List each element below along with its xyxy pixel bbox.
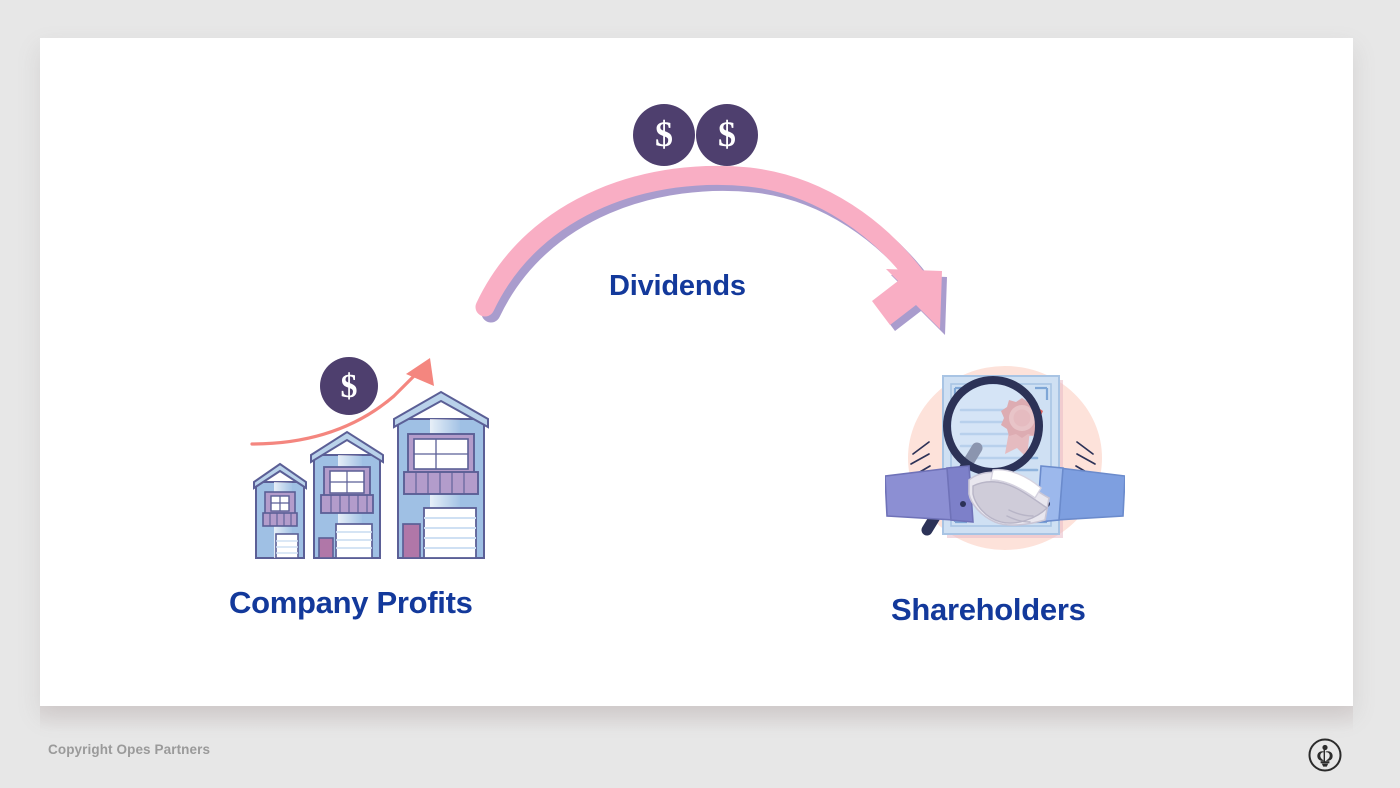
svg-text:$: $ bbox=[655, 114, 673, 154]
dollar-coin-icon: $ bbox=[633, 104, 695, 166]
fleur-de-lis-logo-icon[interactable] bbox=[1307, 737, 1343, 773]
copyright-text: Copyright Opes Partners bbox=[48, 742, 211, 757]
curved-arrow-right-icon bbox=[475, 165, 947, 335]
slide-shadow bbox=[40, 706, 1353, 732]
handshake-icon bbox=[885, 465, 1125, 526]
shareholders-label: Shareholders bbox=[891, 592, 1086, 627]
upward-trend-arrow-icon bbox=[250, 358, 434, 446]
building-tall bbox=[393, 390, 489, 559]
dollar-coin-icon: $ bbox=[696, 104, 758, 166]
certificate-handshake-illustration bbox=[885, 366, 1125, 550]
dollar-coin-icon: $ bbox=[320, 357, 378, 415]
company-profits-label: Company Profits bbox=[229, 585, 473, 620]
dividends-label: Dividends bbox=[609, 270, 746, 302]
svg-text:$: $ bbox=[718, 114, 736, 154]
svg-text:$: $ bbox=[341, 368, 358, 405]
growing-buildings-illustration bbox=[250, 358, 489, 559]
slide-card bbox=[40, 38, 1353, 706]
building-medium bbox=[310, 430, 384, 559]
building-small bbox=[253, 462, 307, 559]
